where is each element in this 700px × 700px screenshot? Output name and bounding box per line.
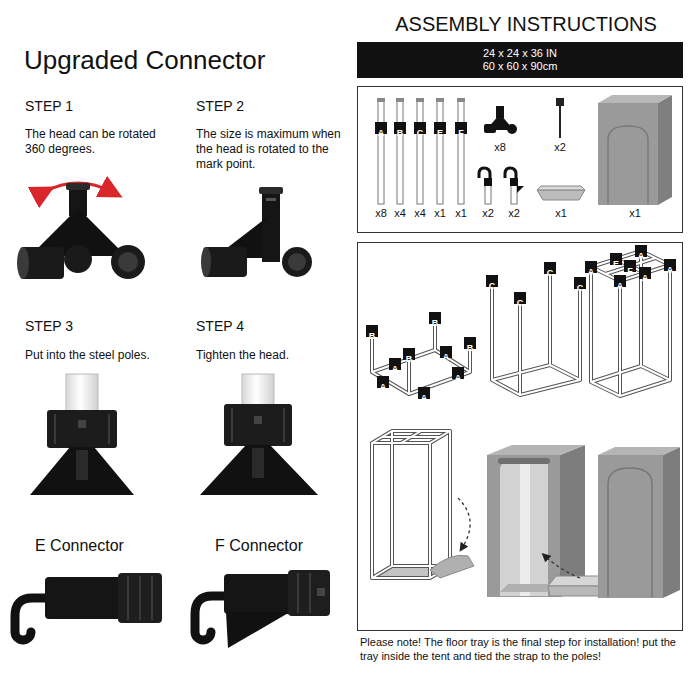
connector-step2 [201,187,312,277]
part-letter-badge: B [394,122,406,134]
step-text: Put into the steel poles. [25,348,175,363]
step-title: STEP 4 [196,318,346,336]
f-connector [195,570,330,648]
part-letter-badge: A [440,346,452,358]
part-letter-badge: A [452,367,464,379]
part-letter: C [489,281,496,291]
quantity: x4 [405,207,435,219]
part-letter-badge: A [389,358,401,370]
part-letter-badge: C [544,262,556,274]
frame-step1 [372,318,470,394]
part-letter: A [588,267,595,277]
parts-tray [537,186,585,200]
step-title: STEP 1 [25,98,175,116]
part-letter: F [458,128,464,138]
frame-step2 [492,268,580,395]
part-letter-badge: B [429,312,441,324]
part-letter: A [392,364,399,374]
part-letter-badge: F [455,122,467,134]
pole-step4 [200,374,318,495]
parts-tent [598,95,672,205]
part-letter-badge: A [614,275,626,287]
heading: Upgraded Connector [24,44,324,77]
connector-step1 [17,183,145,279]
pole-step3 [30,374,134,495]
part-letter-badge: F [624,260,636,272]
quantity: x8 [366,207,396,219]
part-letter: C [417,128,424,138]
scene-tent-closed [598,447,680,598]
step-text: The head can be rotated 360 degrees. [25,127,175,157]
part-letter: B [467,343,474,353]
part-letter: A [455,373,462,383]
part-letter-badge: C [414,122,426,134]
e-connector [15,573,162,640]
connector-name: F Connector [215,536,365,556]
part-letter: A [378,128,385,138]
part-letter: E [437,128,443,138]
part-letter: A [667,265,674,275]
quantity: x4 [385,207,415,219]
part-letter: A [421,393,428,403]
part-letter-badge: C [574,277,586,289]
quantity: x1 [546,207,576,219]
part-letter: B [369,331,376,341]
part-letter: A [617,281,624,291]
quantity: x1 [620,207,650,219]
step-text: Tighten the head. [196,348,346,363]
part-letter: B [397,128,404,138]
part-letter-badge: A [639,267,651,279]
part-letter: A [380,382,387,392]
quantity: x1 [425,207,455,219]
part-letter-badge: A [664,259,676,271]
quantity: x8 [485,141,515,153]
parts-box: x8x2x8x4x4x1x1x2x2x1x1ABCEF [357,86,683,233]
part-letter-badge: E [610,253,622,265]
part-letter-badge: B [366,325,378,337]
part-letter-badge: B [403,348,415,360]
quantity: x2 [545,141,575,153]
part-letter: A [443,352,450,362]
part-letter-badge: C [486,275,498,287]
assembly-frame [358,243,683,631]
part-letter-badge: A [635,245,647,257]
size-text: 24 x 24 x 36 IN [483,47,557,60]
quantity: x1 [446,207,476,219]
step-title: STEP 3 [25,318,175,336]
frame-step3 [591,251,670,396]
part-letter: C [517,298,524,308]
parts-strap [556,98,564,138]
part-letter-badge: E [434,122,446,134]
parts-hooks [479,168,524,204]
part-letter: A [642,273,649,283]
part-letter: A [638,251,645,261]
note-text: Please note! The floor tray is the final… [360,636,690,664]
size-bar: 24 x 24 x 36 IN60 x 60 x 90cm [357,42,683,78]
part-letter-badge: C [514,292,526,304]
scene-frame-floor [372,431,474,578]
part-letter: C [547,268,554,278]
parts-poles [377,98,465,204]
parts-connector [484,106,517,134]
step-text: The size is maximum when the head is rot… [196,127,346,172]
part-letter-badge: A [418,387,430,399]
quantity: x2 [499,207,529,219]
part-letter-badge: B [464,337,476,349]
heading: ASSEMBLY INSTRUCTIONS [358,12,694,37]
part-letter: B [406,354,413,364]
size-text: 60 x 60 x 90cm [483,60,558,73]
part-letter-badge: A [375,122,387,134]
part-letter-badge: A [585,261,597,273]
part-letter: B [432,318,439,328]
connector-name: E Connector [35,536,185,556]
part-letter: C [577,283,584,293]
part-letter: E [613,259,619,269]
part-letter-badge: A [377,376,389,388]
step-title: STEP 2 [196,98,346,116]
part-letter: F [627,266,633,276]
quantity: x2 [473,207,503,219]
